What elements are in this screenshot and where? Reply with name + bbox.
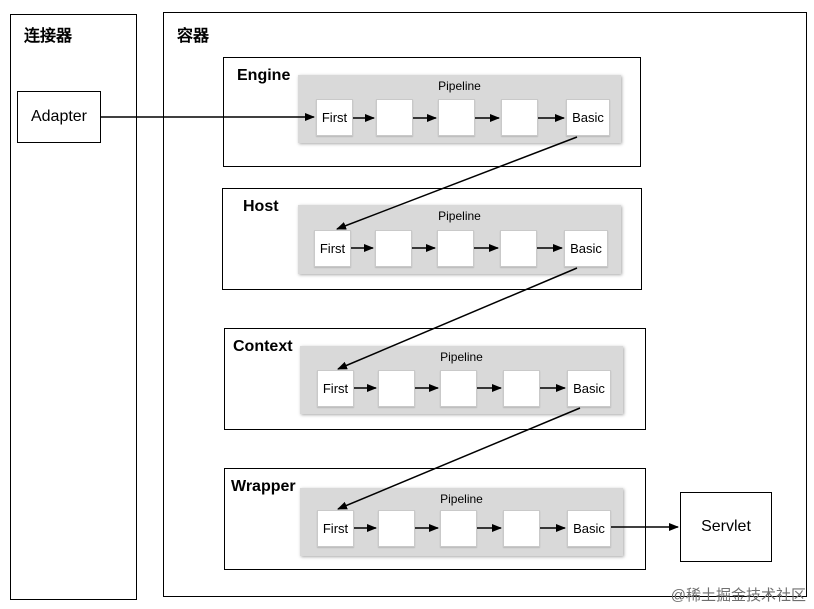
wrapper-label: Wrapper: [231, 478, 296, 495]
servlet-label: Servlet: [701, 518, 751, 535]
valve-basic-label: Basic: [573, 521, 605, 536]
valve-first-label: First: [322, 521, 349, 536]
valve-basic-label: Basic: [572, 110, 604, 125]
engine-valve-first: First: [316, 99, 353, 136]
host-valve-3: [437, 230, 474, 267]
engine-label: Engine: [237, 67, 291, 84]
valve-first-label: First: [322, 381, 349, 396]
engine-valve-2: [376, 99, 413, 136]
connector-frame: [10, 14, 137, 600]
container-frame: [163, 12, 807, 597]
context-valve-2: [378, 370, 415, 407]
pipeline-label: Pipeline: [440, 350, 483, 364]
engine-valve-basic: Basic: [566, 99, 610, 136]
engine-valve-4: [501, 99, 538, 136]
host-valve-2: [375, 230, 412, 267]
context-label: Context: [233, 338, 293, 355]
connector-title: 连接器: [24, 28, 73, 45]
wrapper-valve-basic: Basic: [567, 510, 611, 547]
adapter-box: Adapter: [17, 91, 101, 143]
wrapper-valve-2: [378, 510, 415, 547]
host-valve-first: First: [314, 230, 351, 267]
pipeline-label: Pipeline: [438, 209, 481, 223]
container-title: 容器: [177, 28, 210, 45]
engine-valve-3: [438, 99, 475, 136]
host-valve-basic: Basic: [564, 230, 608, 267]
wrapper-valve-first: First: [317, 510, 354, 547]
valve-basic-label: Basic: [570, 241, 602, 256]
servlet-box: Servlet: [680, 492, 772, 562]
context-valve-3: [440, 370, 477, 407]
adapter-label: Adapter: [30, 108, 88, 125]
host-valve-4: [500, 230, 537, 267]
valve-first-label: First: [319, 241, 346, 256]
context-valve-4: [503, 370, 540, 407]
wrapper-valve-4: [503, 510, 540, 547]
wrapper-valve-3: [440, 510, 477, 547]
pipeline-label: Pipeline: [438, 79, 481, 93]
watermark: @稀土掘金技术社区: [670, 587, 806, 604]
context-valve-first: First: [317, 370, 354, 407]
pipeline-label: Pipeline: [440, 492, 483, 506]
host-label: Host: [243, 198, 279, 215]
context-valve-basic: Basic: [567, 370, 611, 407]
valve-basic-label: Basic: [573, 381, 605, 396]
valve-first-label: First: [321, 110, 348, 125]
